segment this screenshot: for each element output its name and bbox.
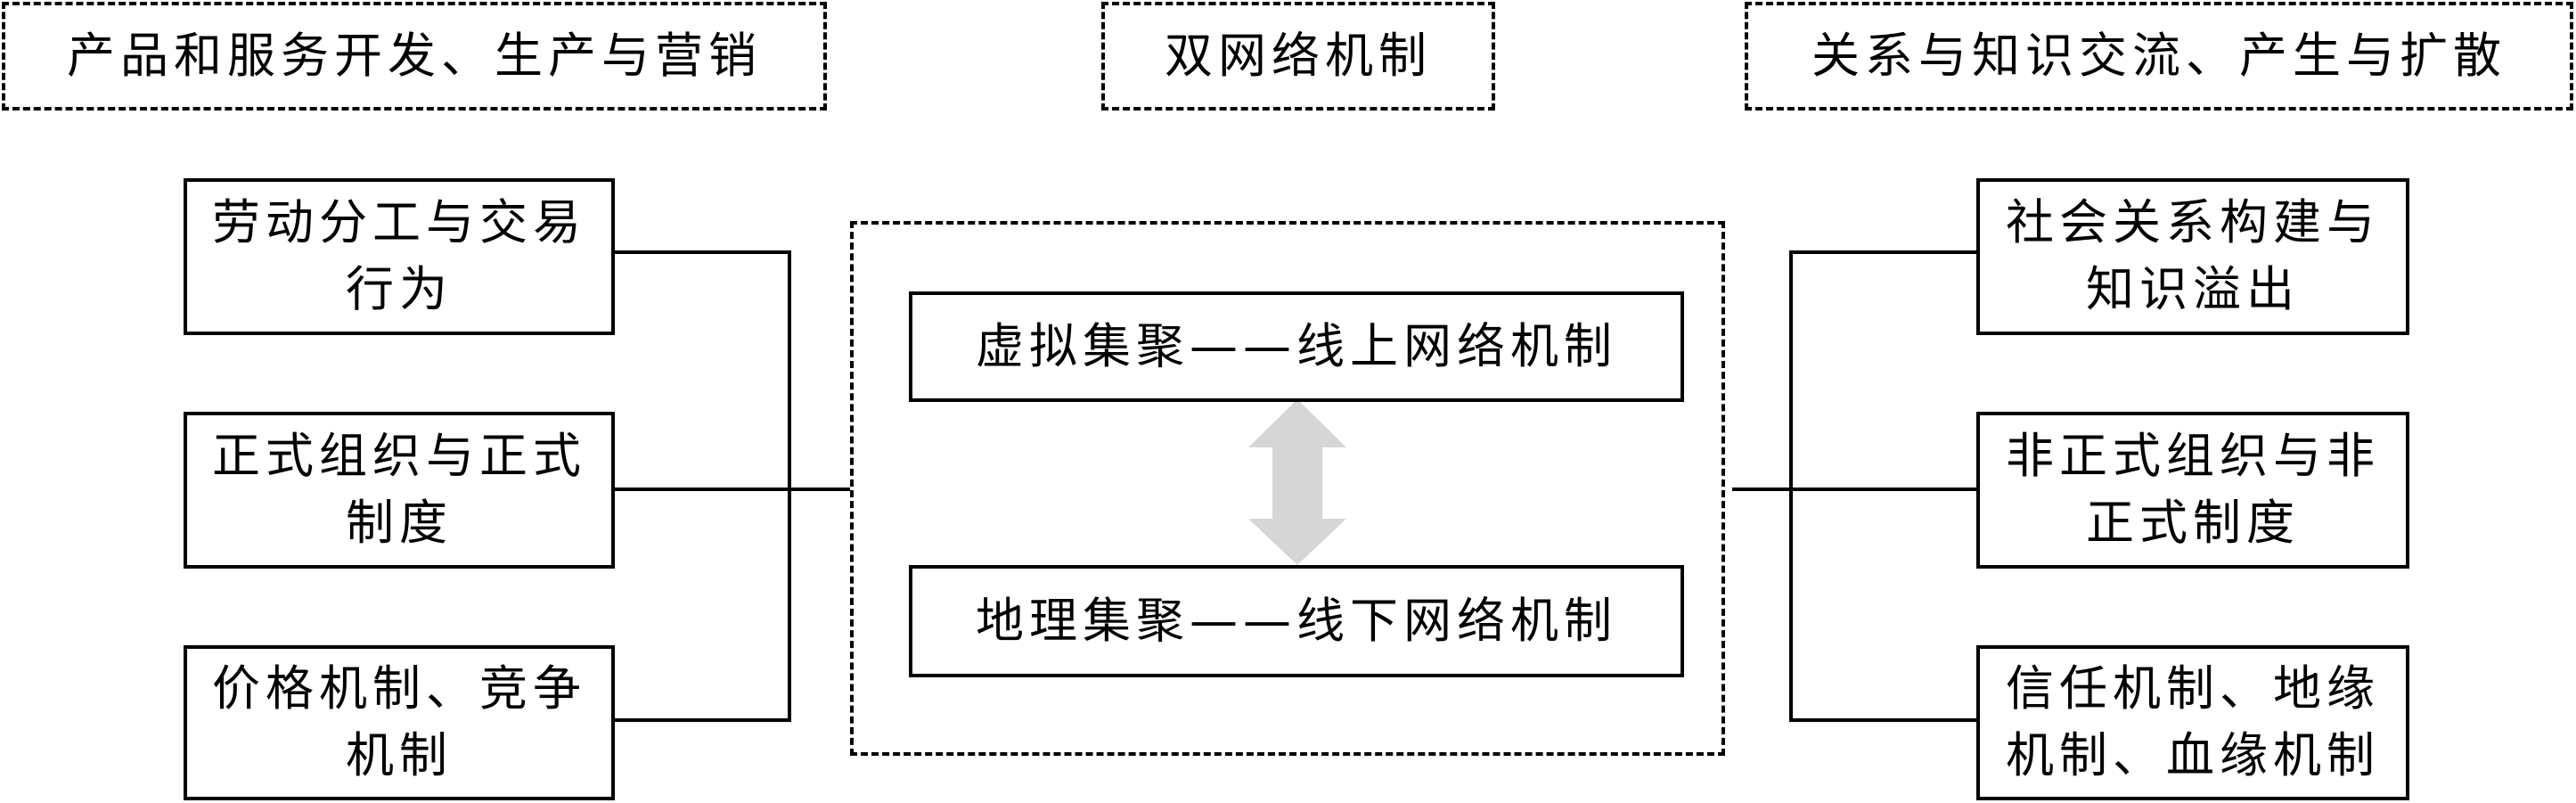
right-box-informal-organization: 非正式组织与非正式制度: [1976, 412, 2409, 569]
center-box-online: 虚拟集聚——线上网络机制: [909, 291, 1684, 402]
right-box-social-relations: 社会关系构建与知识溢出: [1976, 178, 2409, 335]
center-box-online-label: 虚拟集聚——线上网络机制: [976, 317, 1617, 374]
header-center: 双网络机制: [1101, 2, 1495, 111]
header-right: 关系与知识交流、产生与扩散: [1745, 2, 2573, 111]
left-box-price-mechanism: 价格机制、竞争机制: [184, 645, 615, 800]
center-box-offline: 地理集聚——线下网络机制: [909, 565, 1684, 677]
right-bracket: [1732, 250, 1976, 722]
right-box-label: 非正式组织与非正式制度: [2006, 428, 2380, 551]
header-left-label: 产品和服务开发、生产与营销: [67, 27, 762, 84]
dual-network-container: [850, 221, 1725, 756]
right-box-label: 社会关系构建与知识溢出: [2006, 194, 2380, 317]
right-box-label: 信任机制、地缘机制、血缘机制: [2006, 660, 2380, 783]
center-box-offline-label: 地理集聚——线下网络机制: [976, 592, 1617, 649]
left-box-division-of-labor: 劳动分工与交易行为: [184, 178, 615, 335]
header-center-label: 双网络机制: [1165, 27, 1432, 84]
left-box-label: 价格机制、竞争机制: [212, 660, 586, 783]
left-box-label: 劳动分工与交易行为: [212, 194, 586, 317]
right-box-trust-mechanism: 信任机制、地缘机制、血缘机制: [1976, 645, 2409, 800]
left-bracket: [615, 250, 850, 722]
header-right-label: 关系与知识交流、产生与扩散: [1811, 27, 2506, 84]
double-arrow-icon: [1248, 399, 1346, 565]
header-left: 产品和服务开发、生产与营销: [2, 2, 827, 111]
left-box-label: 正式组织与正式制度: [212, 428, 586, 551]
left-box-formal-organization: 正式组织与正式制度: [184, 412, 615, 569]
